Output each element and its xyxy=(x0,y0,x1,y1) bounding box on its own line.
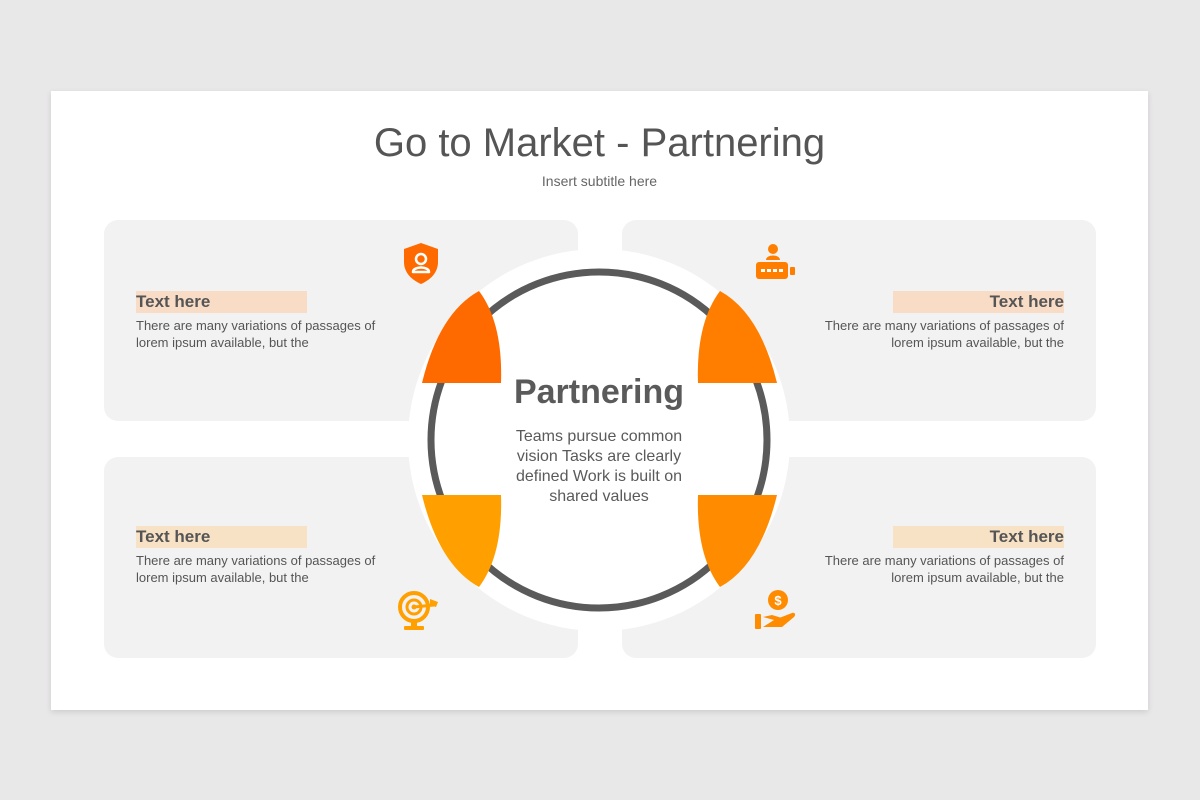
petal-top-right xyxy=(697,291,777,383)
slide-subtitle: Insert subtitle here xyxy=(541,173,658,189)
slide: Go to Market - Partnering Insert subtitl… xyxy=(51,91,1148,710)
slide-title: Go to Market - Partnering xyxy=(373,121,826,165)
card-heading: Text here xyxy=(893,526,1064,548)
card-heading: Text here xyxy=(136,291,307,313)
person-machine-icon xyxy=(756,244,795,279)
petal-bottom-left xyxy=(422,495,502,587)
card-body: There are many variations of passages of… xyxy=(824,553,1064,585)
cycle-ring xyxy=(427,268,771,612)
shield-user-icon xyxy=(404,243,438,284)
svg-text:$: $ xyxy=(774,593,782,608)
petal-top-left xyxy=(422,291,502,383)
money-hand-icon: $ xyxy=(755,590,796,629)
card-heading: Text here xyxy=(893,291,1064,313)
center-title: Partnering xyxy=(513,373,685,411)
card-body: There are many variations of passages of… xyxy=(824,318,1064,350)
card-top-left: Text here There are many variations of p… xyxy=(104,220,578,421)
center-body: Teams pursue common vision Tasks are cle… xyxy=(515,428,683,505)
cycle-diagram xyxy=(408,249,790,631)
target-arrow-icon xyxy=(398,591,438,630)
card-heading: Text here xyxy=(136,526,307,548)
petal-bottom-right xyxy=(697,495,777,587)
card-body: There are many variations of passages of… xyxy=(136,553,376,585)
center-backdrop xyxy=(408,249,790,631)
card-body: There are many variations of passages of… xyxy=(136,318,376,350)
